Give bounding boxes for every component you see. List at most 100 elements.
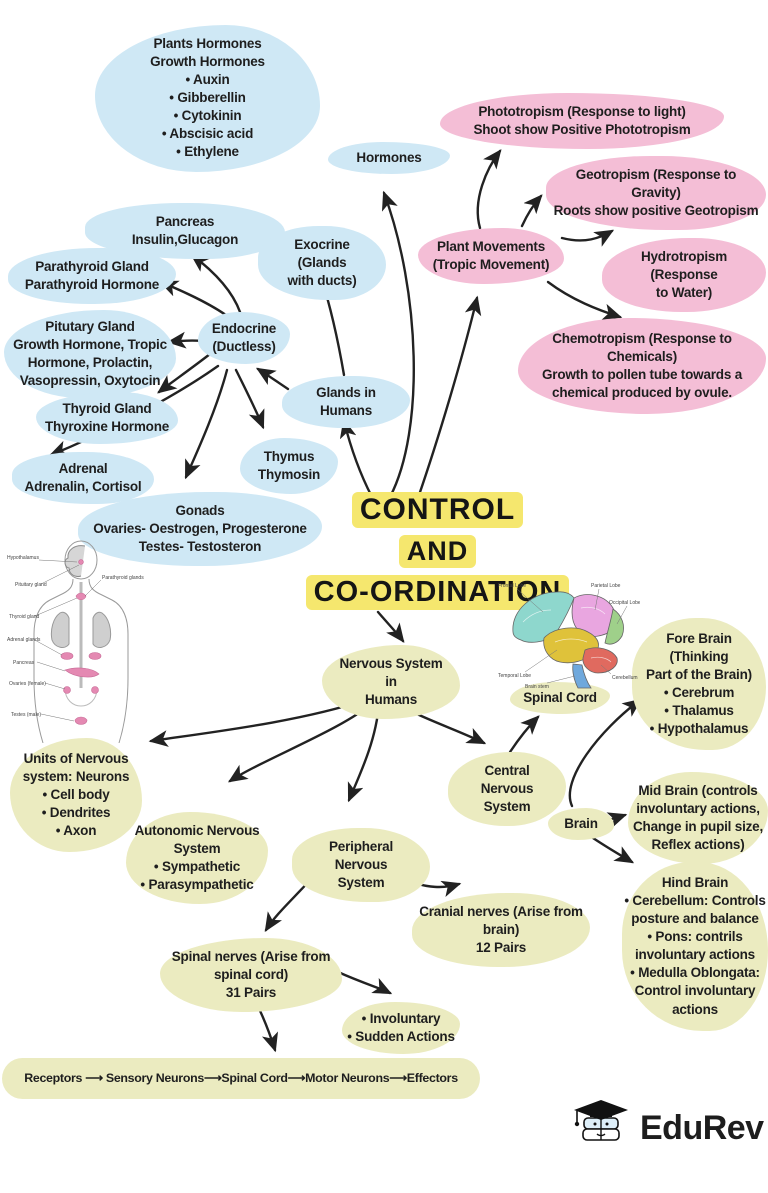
text-line: Glands in Humans [316, 385, 376, 419]
text-line: Brain [564, 816, 598, 831]
text-line: • Gibberellin [169, 90, 246, 106]
text-line: Mid Brain (controls [638, 783, 758, 798]
text-line: Hormones [356, 150, 422, 165]
text-line: Receptors ⟶ Sensory Neurons⟶Spinal Cord⟶… [24, 1071, 458, 1085]
text-line: involuntary actions [635, 947, 755, 963]
svg-text:Pancreas: Pancreas [13, 660, 35, 666]
text-line: • Abscisic acid [161, 126, 254, 142]
arrow-endocrine-parathyroid [158, 280, 232, 320]
text-line: Growth to pollen tube towards a [541, 367, 743, 383]
text-line: Hormone, Prolactin, [27, 355, 153, 371]
text-line: Insulin,Glucagon [131, 232, 239, 248]
text-line: posture and balance [631, 911, 759, 927]
text-line: Thyroid Gland [62, 401, 152, 416]
text-line: • Parasympathetic [140, 877, 254, 893]
text-line: Testes- Testosteron [138, 539, 262, 555]
text-line: (Tropic Movement) [432, 257, 550, 273]
text-line: with ducts) [287, 273, 357, 289]
text-line: 12 Pairs [475, 940, 527, 956]
text-line: Shoot show Positive Phototropism [473, 122, 691, 138]
text-line: Phototropism (Response to light) [478, 104, 686, 119]
svg-text:Brain stem: Brain stem [525, 684, 549, 690]
text-line: Peripheral Nervous [328, 839, 394, 873]
arrow-title-plant-movements [416, 295, 482, 500]
text-line: • Pons: contrils [647, 929, 743, 945]
text-line: Units of Nervous [23, 751, 129, 766]
text-line: • Thalamus [664, 703, 734, 719]
text-line: System [483, 799, 531, 815]
svg-text:Frontal Lobe: Frontal Lobe [498, 583, 526, 589]
node-chemotropism: Chemotropism (Response to Chemicals) Grow… [518, 318, 766, 415]
text-line: spinal cord) [213, 967, 289, 983]
title-line-2: AND [398, 535, 477, 568]
text-line: Control involuntary [634, 983, 756, 999]
text-line: Vasopressin, Oxytocin [19, 373, 161, 389]
arrow-endocrine-pancreas [190, 253, 242, 314]
arrow-spinalnerves-involuntary [336, 970, 393, 995]
svg-text:Temporal Lobe: Temporal Lobe [498, 673, 531, 679]
text-line: • Sudden Actions [347, 1029, 455, 1045]
text-line: Endocrine [211, 321, 277, 336]
text-line: Autonomic Nervous [134, 823, 260, 838]
node-endocrine: Endocrine(Ductless) [198, 312, 290, 365]
text-line: Reflex actions) [651, 837, 745, 853]
text-line: Growth Hormones [150, 54, 265, 70]
svg-text:Testes (male): Testes (male) [11, 712, 41, 718]
page-title: CONTROL AND CO-ORDINATION [300, 492, 575, 617]
arrow-pm-geotropism [520, 194, 543, 228]
text-line: Chemotropism (Response to Chemicals) [552, 331, 732, 365]
text-line: • Cytokinin [173, 108, 242, 124]
node-spinal-nerves: Spinal nerves (Arise from spinal cord) 31 … [160, 938, 342, 1013]
arrow-pm-hydrotropism [560, 229, 615, 247]
svg-text:Hypothalamus: Hypothalamus [7, 555, 39, 561]
text-line: Geotropism (Response to Gravity) [575, 167, 737, 201]
text-line: Growth Hormone, Tropic [13, 337, 167, 353]
node-spinal-cord: Spinal Cord [510, 682, 610, 715]
text-line: Hydrotropism (Response [640, 249, 728, 283]
text-line: brain) [482, 922, 520, 938]
text-line: 31 Pairs [225, 985, 277, 1001]
arrow-title-hormones [381, 190, 415, 499]
text-line: Parathyroid Gland [35, 259, 149, 274]
arrow-glands-endocrine [255, 367, 290, 391]
arrow-title-glands [339, 418, 374, 499]
node-plant-movements: Plant Movements(Tropic Movement) [418, 228, 564, 285]
title-line-1: CONTROL [351, 492, 524, 528]
text-line: Adrenal [58, 461, 108, 476]
node-phototropism: Phototropism (Response to light) Shoot sh… [440, 93, 724, 150]
text-line: Fore Brain (Thinking [666, 631, 732, 665]
node-involuntary: • Involuntary• Sudden Actions [342, 1002, 460, 1055]
node-glands-in-humans: Glands in Humans [282, 376, 410, 429]
arrow-pm-phototropism [476, 149, 502, 230]
text-line: Spinal nerves (Arise from [171, 949, 331, 964]
text-line: Central Nervous [480, 763, 534, 797]
svg-text:Occipital Lobe: Occipital Lobe [609, 600, 640, 606]
text-line: Gonads [175, 503, 225, 518]
edurev-logo-text: EduRev [640, 1109, 764, 1147]
text-line: Plants Hormones [153, 36, 262, 51]
text-line: system: Neurons [22, 769, 130, 785]
text-line: Nervous System in [339, 656, 443, 690]
text-line: Exocrine (Glands [294, 237, 350, 271]
svg-text:Ovaries (female): Ovaries (female) [9, 681, 46, 687]
text-line: Parathyroid Hormone [24, 277, 160, 293]
svg-text:Parietal Lobe: Parietal Lobe [591, 583, 621, 589]
text-line: • Medulla Oblongata: [630, 965, 760, 981]
text-line: Adrenalin, Cortisol [24, 479, 142, 495]
text-line: • Axon [55, 823, 97, 839]
arrow-brain-hindbrain [591, 836, 635, 864]
text-line: Thymus [263, 449, 315, 464]
text-line: Humans [364, 692, 418, 708]
text-line: System [173, 841, 221, 857]
